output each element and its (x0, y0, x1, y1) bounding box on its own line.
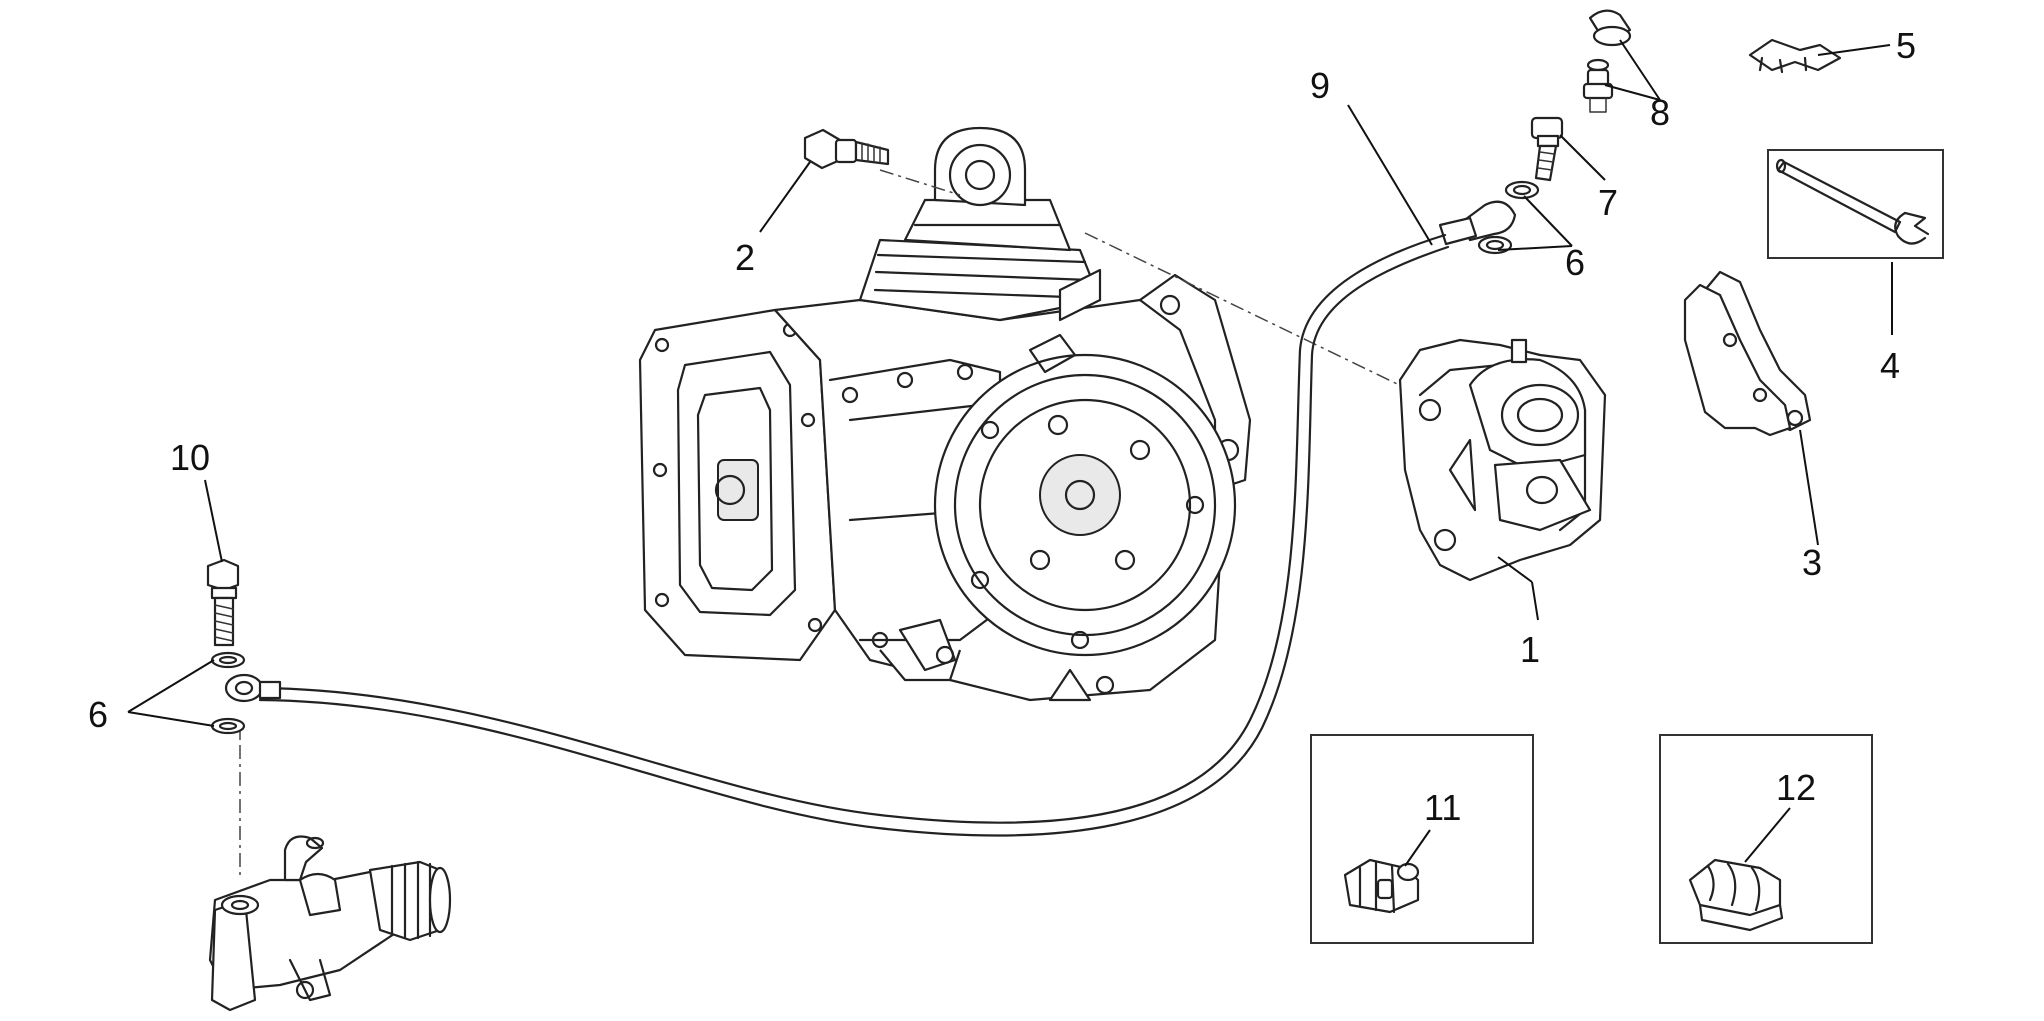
part-6-lower-washers (210, 651, 246, 735)
callout-3: 3 (1802, 542, 1822, 583)
master-cylinder (208, 835, 452, 1012)
callout-9: 9 (1310, 65, 1330, 106)
callout-11: 11 (1424, 787, 1461, 828)
callout-6-lower: 6 (88, 694, 108, 735)
part-1-caliper (1398, 338, 1607, 582)
callout-10: 10 (170, 437, 210, 478)
engine-housing (638, 126, 1252, 702)
callout-7: 7 (1598, 182, 1618, 223)
callout-2: 2 (735, 237, 755, 278)
part-3-brake-pads (1683, 270, 1812, 437)
part-9-brake-hose (224, 200, 1517, 837)
part-7-banjo-bolt (1530, 116, 1564, 182)
callout-1: 1 (1520, 629, 1540, 670)
part-10-bolt (206, 558, 240, 647)
part-4-pin-and-clip (1767, 149, 1944, 259)
callout-6-upper: 6 (1565, 242, 1585, 283)
callout-numbers: 1 2 3 4 5 6 6 7 8 9 10 11 12 (88, 25, 1916, 828)
part-8-bleeder-screw (1582, 9, 1632, 113)
callout-8: 8 (1650, 92, 1670, 133)
callout-5: 5 (1896, 25, 1916, 66)
leader-lines (127, 39, 1893, 867)
part-5-spring-clip (1748, 38, 1842, 74)
callout-4: 4 (1880, 345, 1900, 386)
part-12-double-clip (1659, 734, 1873, 944)
part-11-hose-clip (1310, 734, 1534, 944)
part-2-bolt (803, 128, 890, 170)
callout-12: 12 (1776, 767, 1816, 808)
